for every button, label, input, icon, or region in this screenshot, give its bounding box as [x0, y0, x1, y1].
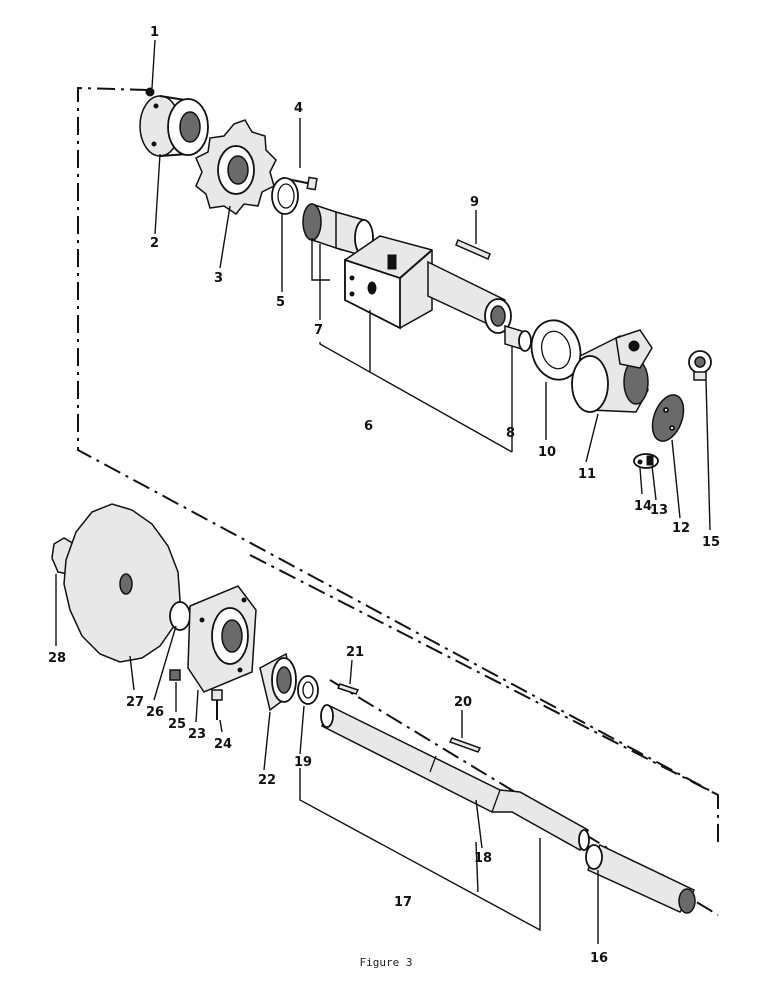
part-11-crank-arm [571, 329, 653, 413]
callout-14: 14 [634, 499, 652, 514]
callout-2: 2 [150, 236, 159, 251]
part-16-sleeve [585, 844, 696, 914]
callout-8: 8 [506, 426, 515, 441]
part-27-large-sprocket [63, 503, 181, 663]
callout-13: 13 [650, 503, 668, 518]
part-6-bearing-housing [344, 235, 512, 334]
part-7-needle-bearing [302, 202, 374, 257]
part-20-key [448, 737, 482, 753]
part-21-key [336, 683, 360, 695]
part-13-14-lock-plate [633, 453, 659, 469]
callout-4: 4 [294, 101, 303, 116]
callout-5: 5 [276, 295, 285, 310]
callout-24: 24 [214, 737, 232, 752]
callout-9: 9 [470, 195, 479, 210]
callout-15: 15 [702, 535, 720, 550]
part-15-grease-fitting [688, 350, 712, 381]
part-18-shaft [320, 704, 590, 852]
callout-18: 18 [474, 851, 492, 866]
part-26-spacer [169, 601, 191, 631]
leader-lines [55, 39, 711, 944]
callout-25: 25 [168, 717, 186, 732]
part-19-collar [297, 675, 319, 705]
upper-assembly-boundary [77, 86, 719, 845]
callout-7: 7 [314, 323, 323, 338]
part-25-nut [169, 669, 181, 681]
callout-labels: 1 2 3 4 5 6 7 8 9 10 11 12 13 14 15 16 1… [48, 25, 720, 966]
callout-17: 17 [394, 895, 412, 910]
callout-22: 22 [258, 773, 276, 788]
callout-11: 11 [578, 467, 596, 482]
callout-27: 27 [126, 695, 144, 710]
callout-19: 19 [294, 755, 312, 770]
part-24-bolt [211, 689, 223, 720]
part-1-grease-fitting [145, 87, 155, 97]
callout-20: 20 [454, 695, 472, 710]
callout-28: 28 [48, 651, 66, 666]
callout-1: 1 [150, 25, 159, 40]
callout-16: 16 [590, 951, 608, 966]
part-3-sprocket [195, 119, 277, 216]
callout-6: 6 [364, 419, 373, 434]
part-5-seal-ring [271, 177, 299, 215]
callout-26: 26 [146, 705, 164, 720]
part-8-bushing [504, 324, 532, 352]
part-12-end-plate [651, 394, 685, 442]
part-22-bearing-insert [259, 652, 297, 712]
figure-caption: Figure 3 [359, 956, 413, 969]
callout-23: 23 [188, 727, 206, 742]
callout-10: 10 [538, 445, 556, 460]
part-2-bearing-flange [139, 95, 209, 157]
part-23-flange-plate [187, 585, 257, 693]
callout-12: 12 [672, 521, 690, 536]
callout-3: 3 [214, 271, 223, 286]
part-9-key [455, 239, 491, 260]
callout-21: 21 [346, 645, 364, 660]
part-10-washer [530, 319, 582, 381]
